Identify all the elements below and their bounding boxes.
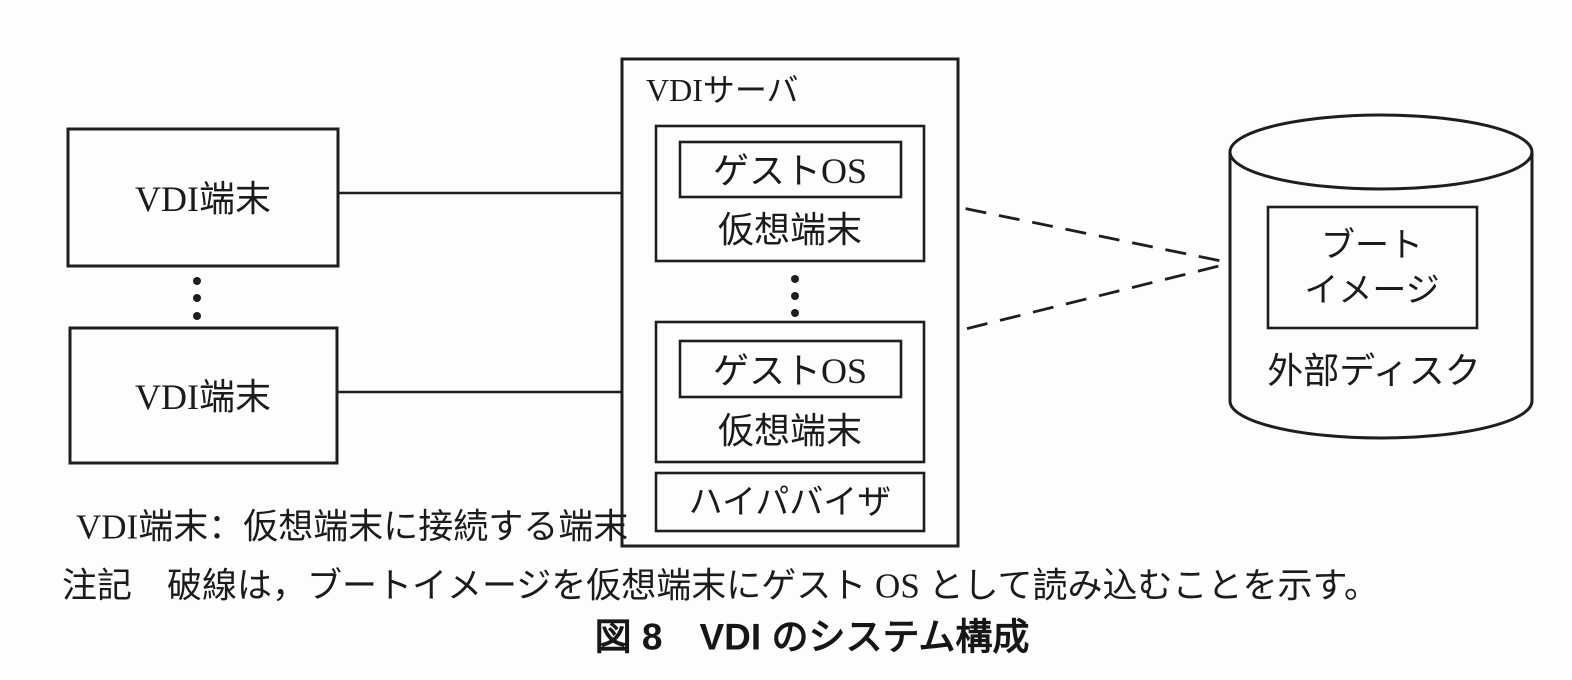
guest-os-1-label: ゲストOS bbox=[713, 151, 867, 191]
boot-image-label-line2: イメージ bbox=[1304, 273, 1439, 310]
virtual-terminal-2-label: 仮想端末 bbox=[718, 411, 862, 451]
vdi-server-label: VDIサーバ bbox=[646, 72, 799, 108]
boot-image-label-line1: ブート bbox=[1321, 227, 1423, 265]
terminal-definition-text: VDI端末：仮想端末に接続する端末 bbox=[76, 508, 628, 547]
vdi-terminal-1-label: VDI端末 bbox=[135, 179, 271, 219]
dashed-line-guest1-to-bootimage bbox=[898, 193, 1232, 265]
external-disk-cylinder-top bbox=[1228, 113, 1534, 191]
vdi-terminal-1-box bbox=[66, 127, 340, 268]
external-disk-label: 外部ディスク bbox=[1267, 351, 1480, 391]
ellipsis-dots-server bbox=[791, 275, 799, 317]
guest-os-2-label: ゲストOS bbox=[713, 351, 867, 391]
virtual-terminal-1-label: 仮想端末 bbox=[718, 210, 862, 250]
vdi-terminal-2-box bbox=[68, 326, 339, 465]
hypervisor-label: ハイパバイザ bbox=[689, 485, 892, 522]
vdi-terminal-2-label: VDI端末 bbox=[135, 377, 271, 417]
guest-os-1-box bbox=[678, 140, 903, 199]
note-text: 注記 破線は，ブートイメージを仮想端末にゲスト OS として読み込むことを示す。 bbox=[62, 567, 1379, 606]
hypervisor-box bbox=[654, 471, 926, 533]
figure-caption: 図 8 VDI のシステム構成 bbox=[595, 617, 1030, 658]
guest-os-2-box bbox=[678, 339, 903, 399]
boot-image-box bbox=[1266, 205, 1479, 330]
ellipsis-dots-terminals bbox=[193, 277, 201, 320]
dashed-line-guest2-to-bootimage bbox=[900, 261, 1232, 347]
